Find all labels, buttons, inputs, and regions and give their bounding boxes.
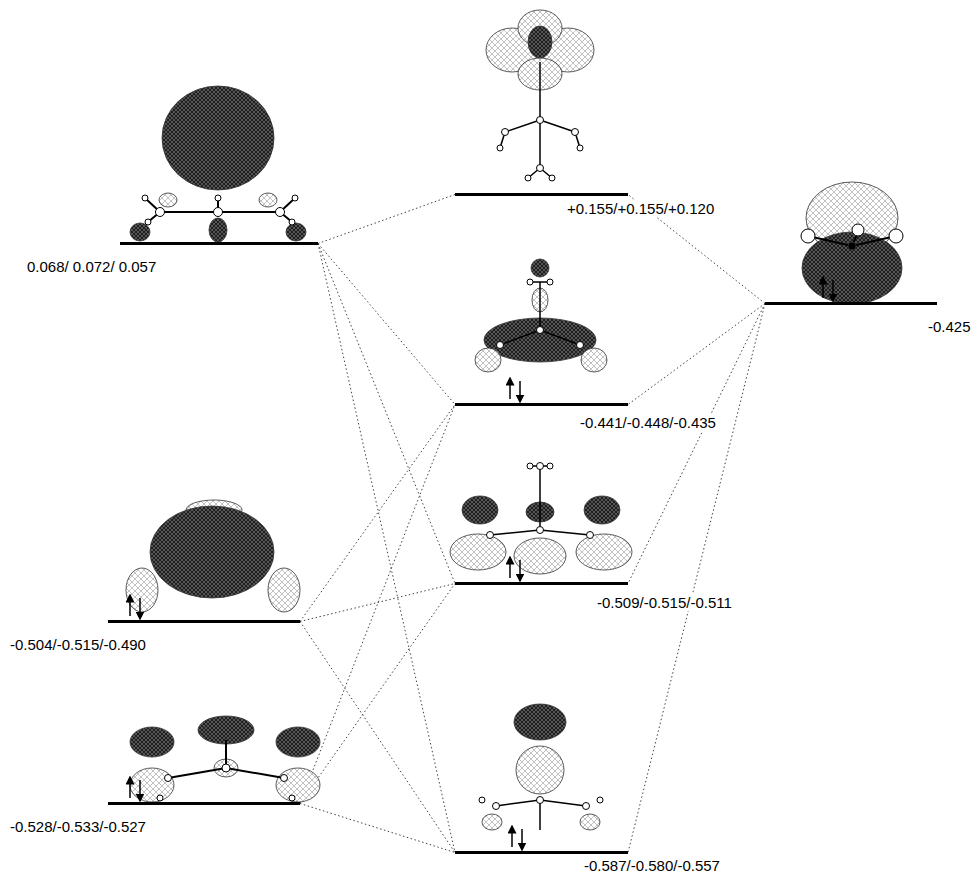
energy-value: -0.587/-0.580/-0.557: [582, 857, 722, 874]
energy-value: +0.155/+0.155/+0.120: [565, 200, 716, 217]
orbital-lumo: [130, 86, 306, 242]
correlation-line: [628, 304, 765, 405]
energy-level: -0.425: [765, 302, 937, 305]
correlation-line: [300, 804, 455, 853]
energy-value: -0.425: [926, 318, 973, 335]
energy-value: -0.504/-0.515/-0.490: [8, 636, 148, 653]
correlation-line: [300, 405, 455, 622]
energy-value: -0.441/-0.448/-0.435: [578, 414, 718, 431]
orbital-center-fourth: [479, 704, 603, 830]
correlation-line: [628, 304, 765, 584]
orbital-left-middle: [126, 500, 300, 612]
energy-level: -0.441/-0.448/-0.435: [455, 403, 628, 406]
correlation-line: [318, 244, 455, 584]
orbital-right: [801, 182, 903, 304]
orbital-left-bottom: [130, 716, 320, 802]
energy-level: 0.068/ 0.072/ 0.057: [120, 242, 318, 245]
correlation-line: [318, 244, 455, 405]
orbital-center-second: [475, 259, 607, 372]
energy-level: -0.509/-0.515/-0.511: [455, 582, 628, 585]
correlation-line: [318, 195, 455, 244]
energy-value: -0.509/-0.515/-0.511: [595, 594, 734, 611]
energy-level: +0.155/+0.155/+0.120: [455, 193, 628, 196]
correlation-line: [300, 584, 455, 804]
energy-value: 0.068/ 0.072/ 0.057: [25, 258, 158, 275]
energy-value: -0.528/-0.533/-0.527: [8, 818, 148, 835]
electron-arrows: [130, 280, 833, 847]
orbital-center-third: [450, 463, 632, 575]
correlation-line: [300, 405, 455, 804]
correlation-line: [318, 244, 455, 853]
correlation-line: [628, 304, 765, 853]
correlation-line: [300, 622, 455, 853]
energy-level: -0.528/-0.533/-0.527: [108, 802, 300, 805]
energy-level: -0.504/-0.515/-0.490: [108, 620, 300, 623]
orbital-center-top: [486, 10, 594, 181]
energy-level: -0.587/-0.580/-0.557: [455, 851, 628, 854]
